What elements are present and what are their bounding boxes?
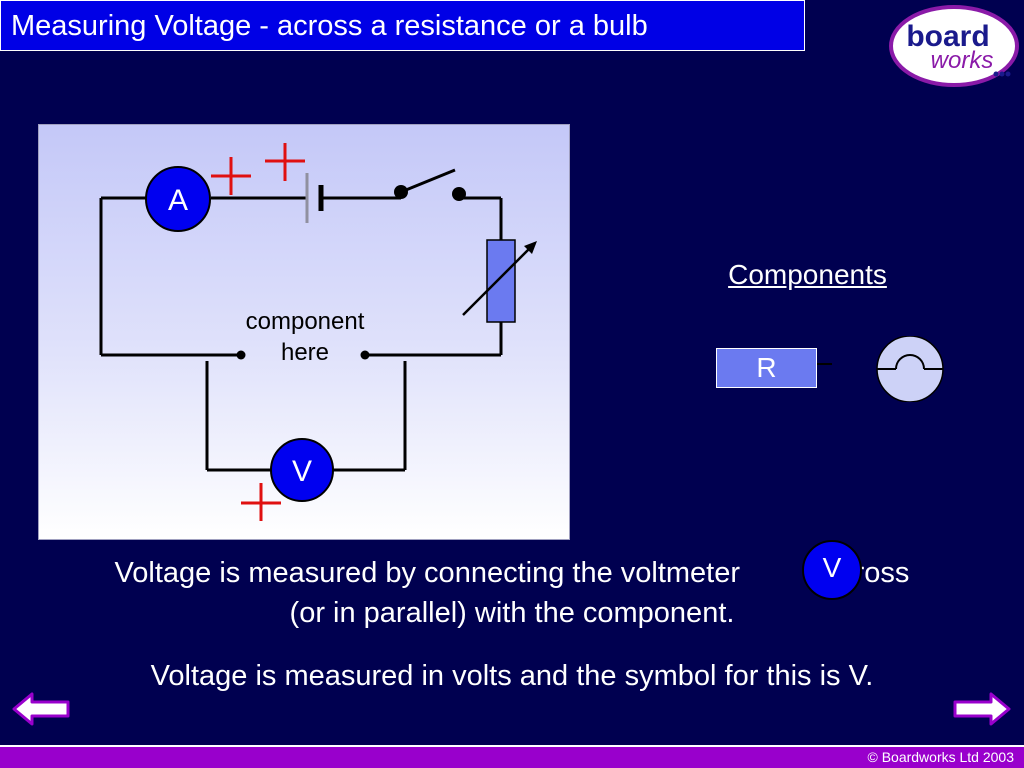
circuit-drawing: A V <box>99 143 537 521</box>
resistor-lead <box>817 363 832 365</box>
voltmeter-inline-icon: V <box>802 540 862 600</box>
right-arrow-icon[interactable] <box>953 691 1011 727</box>
logo-word-works: works <box>931 47 994 74</box>
left-arrow-icon[interactable] <box>12 691 70 727</box>
footer-bar: © Boardworks Ltd 2003 <box>0 745 1024 768</box>
explanation-line-2: (or in parallel) with the component. <box>289 597 735 629</box>
copyright-text: © Boardworks Ltd 2003 <box>867 749 1014 765</box>
component-terminal-left <box>236 350 246 360</box>
voltmeter-inline-symbol: V <box>822 552 842 583</box>
ammeter-symbol: A <box>168 184 188 217</box>
component-terminal-right <box>360 350 370 360</box>
boardworks-logo: board works <box>889 5 1019 87</box>
component-label-line1: component <box>245 308 365 335</box>
component-placeholder-label: component here <box>219 306 391 368</box>
page-title: Measuring Voltage - across a resistance … <box>0 0 805 51</box>
logo-word-board: board <box>906 20 989 53</box>
ammeter <box>145 166 211 232</box>
bulb-component[interactable] <box>874 336 946 402</box>
switch-contact-right <box>452 187 466 201</box>
voltmeter-symbol: V <box>292 455 312 488</box>
components-heading: Components <box>728 259 887 290</box>
explanation-line-3: Voltage is measured in volts and the sym… <box>150 660 874 692</box>
title-text: Measuring Voltage - across a resistance … <box>11 10 648 42</box>
voltmeter <box>270 438 334 502</box>
variable-resistor <box>486 239 516 323</box>
explanation-line-1-start: Voltage is measured by connecting the vo… <box>114 557 741 589</box>
circuit-diagram: A V component here <box>38 124 570 540</box>
switch-contact-left <box>394 185 408 199</box>
resistor-symbol: R <box>756 352 777 383</box>
component-label-line2: here <box>280 339 330 366</box>
resistor-component[interactable]: R <box>716 348 817 388</box>
explanation-line-1: Voltage is measured by connecting the vo… <box>0 557 1024 590</box>
